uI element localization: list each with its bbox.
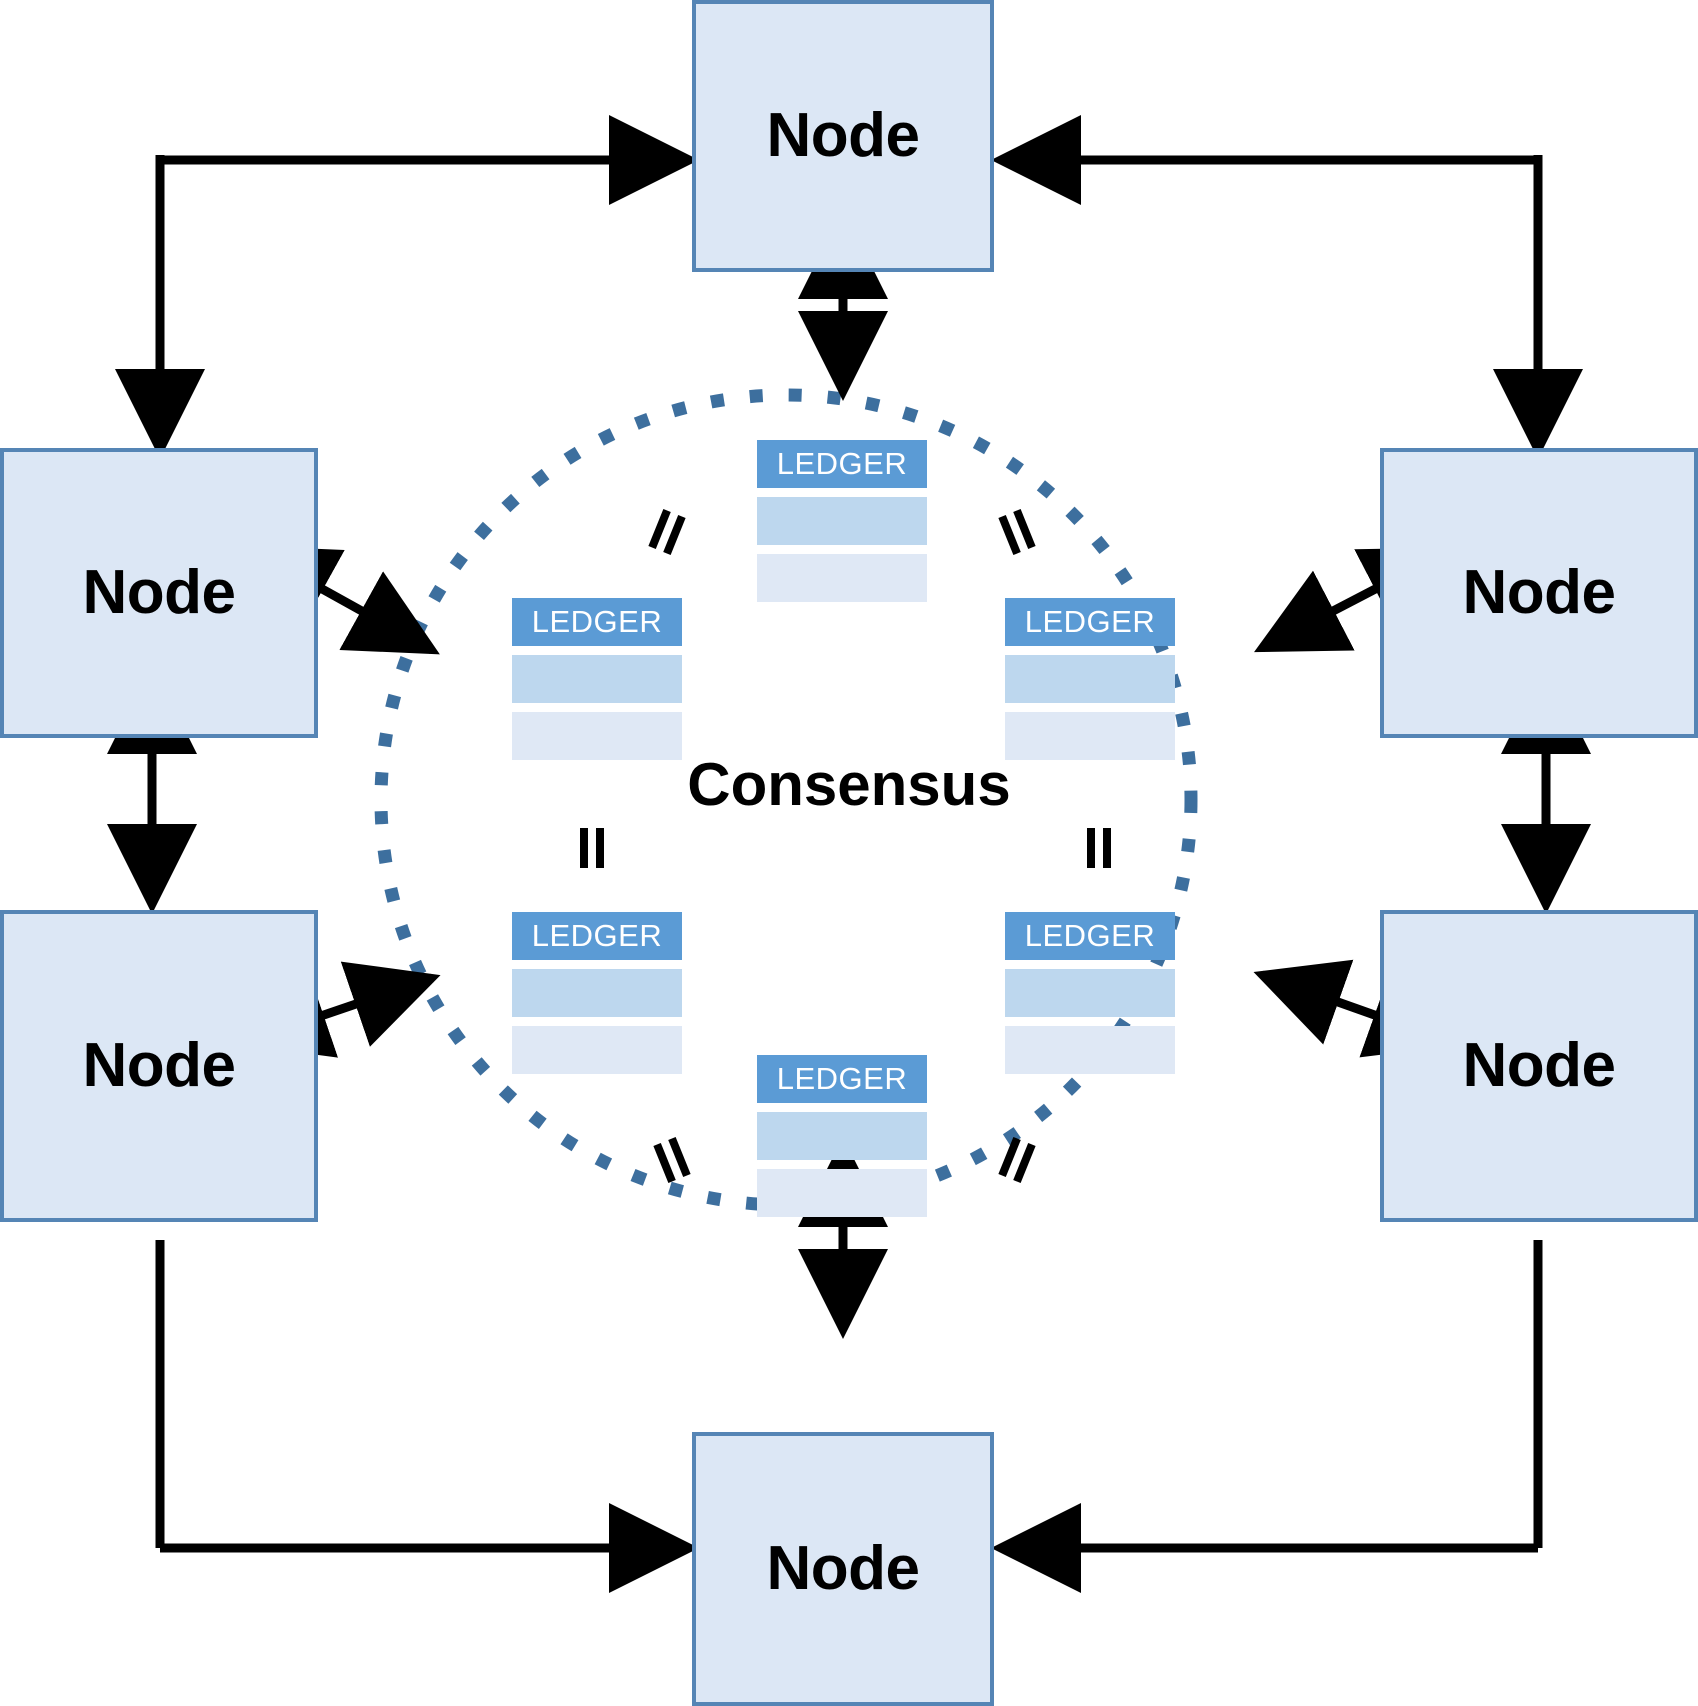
node-top-label: Node xyxy=(766,101,921,170)
ledger-upper-left[interactable]: LEDGER xyxy=(512,598,682,760)
ledger-upper-left-row-1 xyxy=(512,655,682,703)
node-bottom-label: Node xyxy=(766,1534,921,1603)
ledger-lower-left-row-1 xyxy=(512,969,682,1017)
consensus-label: Consensus xyxy=(687,751,1011,818)
ledger-lower-left[interactable]: LEDGER xyxy=(512,912,682,1074)
ledger-upper-right-header: LEDGER xyxy=(1005,598,1175,646)
ledger-lower-right[interactable]: LEDGER xyxy=(1005,912,1175,1074)
equals-top-left-icon xyxy=(644,507,691,557)
ledger-lower-right-header: LEDGER xyxy=(1005,912,1175,960)
ledger-lower-left-header: LEDGER xyxy=(512,912,682,960)
ledger-upper-left-row-2 xyxy=(512,712,682,760)
ledger-lower-right-row-2 xyxy=(1005,1026,1175,1074)
node-left-lower-label: Node xyxy=(82,1031,237,1100)
node-right-lower-label: Node xyxy=(1462,1031,1617,1100)
ledger-top-row-2 xyxy=(757,554,927,602)
equals-bottom-left-icon xyxy=(649,1135,696,1185)
ledger-top[interactable]: LEDGER xyxy=(757,440,927,602)
equals-top-right-icon xyxy=(994,507,1041,557)
arrow-spoke-left-lower xyxy=(238,961,441,1058)
ledger-upper-right-row-1 xyxy=(1005,655,1175,703)
equals-mid-right-icon xyxy=(1082,828,1116,868)
node-bottom[interactable]: Node xyxy=(692,1432,994,1706)
node-left-upper[interactable]: Node xyxy=(0,448,318,738)
ledger-upper-left-header: LEDGER xyxy=(512,598,682,646)
ledger-top-row-1 xyxy=(757,497,927,545)
ledger-top-header: LEDGER xyxy=(757,440,927,488)
node-left-upper-label: Node xyxy=(82,558,237,627)
ledger-bottom-row-1 xyxy=(757,1112,927,1160)
ledger-lower-right-row-1 xyxy=(1005,969,1175,1017)
node-left-lower[interactable]: Node xyxy=(0,910,318,1222)
arrow-spoke-right-lower xyxy=(1253,959,1460,1058)
ledger-lower-left-row-2 xyxy=(512,1026,682,1074)
arrow-spoke-right-upper xyxy=(1254,547,1455,653)
node-right-upper[interactable]: Node xyxy=(1380,448,1698,738)
ledger-bottom-row-2 xyxy=(757,1169,927,1217)
equals-bottom-right-icon xyxy=(994,1135,1041,1185)
equals-mid-left-icon xyxy=(575,828,609,868)
node-top[interactable]: Node xyxy=(692,0,994,272)
ledger-upper-right-row-2 xyxy=(1005,712,1175,760)
node-right-lower[interactable]: Node xyxy=(1380,910,1698,1222)
node-right-upper-label: Node xyxy=(1462,558,1617,627)
ledger-bottom[interactable]: LEDGER xyxy=(757,1055,927,1217)
arrow-spoke-left-upper xyxy=(244,545,440,655)
ledger-upper-right[interactable]: LEDGER xyxy=(1005,598,1175,760)
ledger-bottom-header: LEDGER xyxy=(757,1055,927,1103)
